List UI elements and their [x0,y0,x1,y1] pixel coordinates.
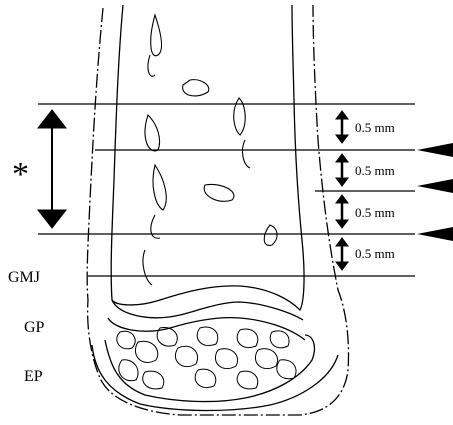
measurement-label-1: 0.5 mm [355,120,395,135]
segment-arrow-2 [336,154,348,186]
segment-arrow-3 [336,195,348,228]
pointer-arrowhead-1 [417,143,453,157]
bone-outline [87,5,348,415]
epiphysis-trabeculae [117,327,296,389]
pointer-arrowheads [417,143,453,241]
region-double-arrow [38,110,66,228]
label-gmj: GMJ [8,269,40,286]
measurement-label-4: 0.5 mm [355,246,395,261]
segment-arrow-4 [336,238,348,270]
measurement-label-3: 0.5 mm [355,205,395,220]
pointer-arrowhead-3 [417,227,453,241]
pointer-arrowhead-2 [417,179,453,193]
label-gp: GP [24,319,45,336]
asterisk-label: * [12,156,29,193]
segment-arrow-1 [336,111,348,143]
label-ep: EP [24,368,43,385]
measurement-label-2: 0.5 mm [355,163,395,178]
